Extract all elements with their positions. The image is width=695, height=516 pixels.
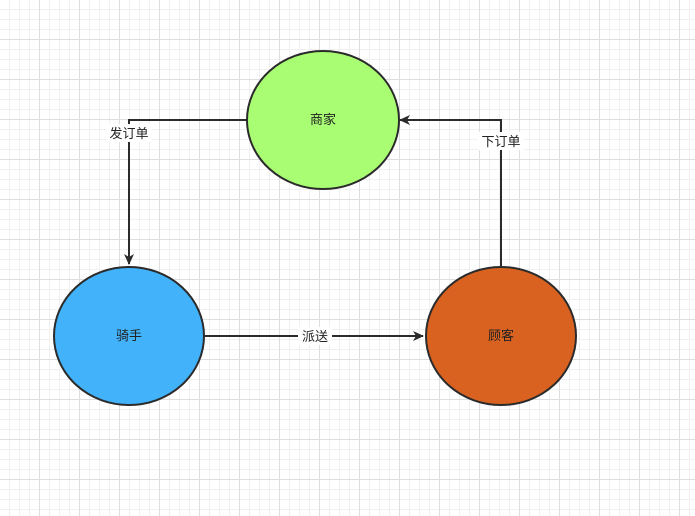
edge-label-bg xyxy=(106,124,152,142)
node-rider[interactable]: 骑手 xyxy=(53,266,205,406)
edge-customer-to-merchant[interactable]: 下订单 xyxy=(399,115,524,266)
edge-customer-to-merchant-line[interactable] xyxy=(399,115,502,266)
edge-label-bg xyxy=(478,132,524,150)
node-customer[interactable]: 顾客 xyxy=(425,266,577,406)
node-merchant-shape[interactable] xyxy=(246,50,400,190)
node-customer-label: 顾客 xyxy=(488,328,514,344)
edge-label-rider-to-customer: 派送 xyxy=(302,330,328,345)
edge-label-bg xyxy=(298,327,332,345)
edge-merchant-to-rider[interactable]: 发订单 xyxy=(106,119,247,265)
edge-label-customer-to-merchant: 下订单 xyxy=(481,135,520,150)
node-customer-shape[interactable] xyxy=(425,266,577,406)
edge-merchant-to-rider-line[interactable] xyxy=(124,119,247,265)
edge-label-merchant-to-rider: 发订单 xyxy=(109,126,148,142)
edge-rider-to-customer[interactable]: 派送 xyxy=(203,327,424,345)
node-rider-shape[interactable] xyxy=(53,266,205,406)
node-merchant-label: 商家 xyxy=(310,112,336,128)
node-merchant[interactable]: 商家 xyxy=(246,50,400,190)
node-rider-label: 骑手 xyxy=(116,329,142,344)
